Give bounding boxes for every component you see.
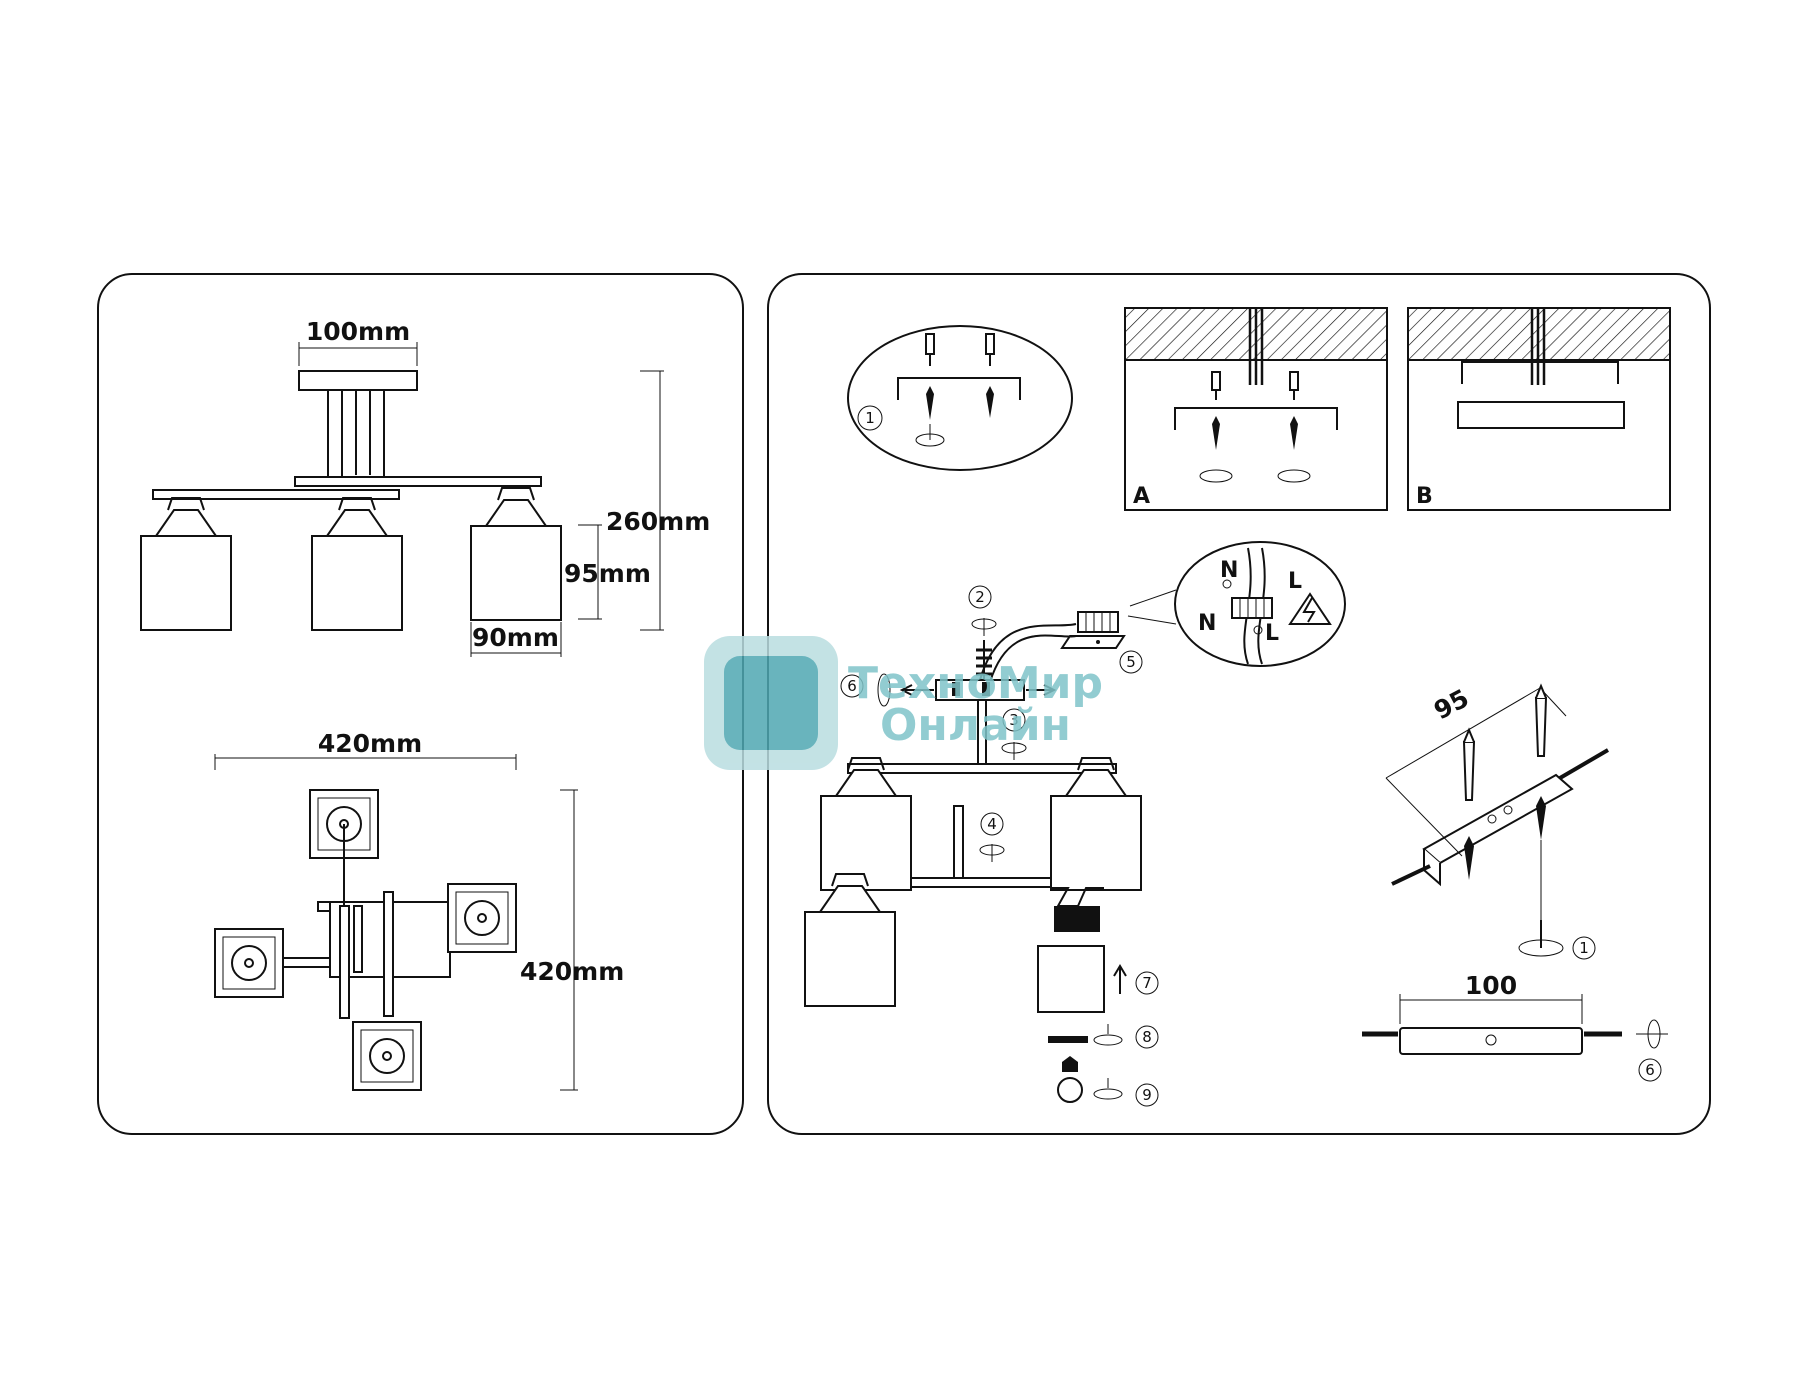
bracket-flat <box>1362 994 1668 1055</box>
chandelier-plan <box>214 789 517 1091</box>
terminal-block <box>1060 611 1126 649</box>
step1-number: 1 <box>865 409 875 427</box>
shade-height-label: 95mm <box>564 559 651 588</box>
watermark <box>704 636 838 770</box>
lamp-body-assembly <box>804 757 1142 1013</box>
mount-width-label: 100mm <box>306 317 410 346</box>
bracket-isometric <box>1385 683 1610 957</box>
canopy-assembly <box>877 618 1077 764</box>
wiring-neutral-bottom: N <box>1198 611 1216 636</box>
wiring-live-bottom: L <box>1265 621 1279 646</box>
plan-depth-label: 420mm <box>520 957 624 986</box>
wiring-live-top: L <box>1288 569 1302 594</box>
bracket-step6-number: 6 <box>1645 1061 1655 1079</box>
step9-number: 9 <box>1142 1086 1152 1104</box>
shade-and-bulb-steps <box>1048 964 1127 1103</box>
bracket-spacing-label: 95 <box>1429 683 1473 725</box>
shade-width-label: 90mm <box>472 623 559 652</box>
step2-number: 2 <box>975 588 985 606</box>
chandelier-elevation <box>140 370 562 631</box>
option-b-label: B <box>1416 484 1433 509</box>
mounting-option-b <box>1407 307 1671 511</box>
total-height-label: 260mm <box>606 507 710 536</box>
plan-width-label: 420mm <box>318 729 422 758</box>
dimensions-panel <box>97 273 744 1135</box>
step3-number: 3 <box>1009 711 1019 729</box>
step8-number: 8 <box>1142 1028 1152 1046</box>
watermark-line2: Онлайн <box>880 700 1071 751</box>
mounting-option-a <box>1124 307 1388 511</box>
step4-number: 4 <box>987 815 997 833</box>
watermark-line1: ТехноМир <box>848 658 1103 709</box>
step7-number: 7 <box>1142 974 1152 992</box>
step5-number: 5 <box>1126 653 1136 671</box>
wiring-detail <box>1127 541 1346 667</box>
bracket-length-label: 100 <box>1465 971 1517 1000</box>
plan-dimension-lines <box>214 754 578 1091</box>
step1-drilling-detail <box>847 325 1073 471</box>
wiring-neutral-top: N <box>1220 558 1238 583</box>
elevation-dimension-lines <box>298 342 664 657</box>
bracket-step1-number: 1 <box>1579 939 1589 957</box>
step6-number: 6 <box>847 677 857 695</box>
option-a-label: A <box>1133 484 1150 509</box>
